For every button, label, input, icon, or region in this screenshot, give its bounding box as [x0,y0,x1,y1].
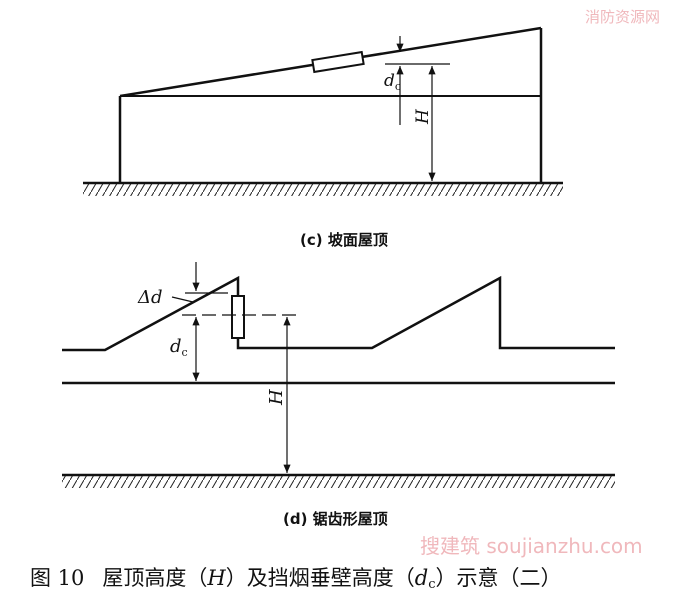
smoke-barrier [311,50,365,74]
caption-c: (c) 坡面屋顶 [300,231,388,249]
caption-d: (d) 锯齿形屋顶 [283,510,388,528]
ground-hatch [62,476,615,488]
watermark-center: 搜建筑 soujianzhu.com [420,534,643,558]
label-dc: dc [384,71,401,93]
label-dc: dc [170,336,188,359]
label-delta-d: Δd [137,287,163,308]
label-h: H [413,108,433,125]
diagram-d-sawtooth-roof [62,262,615,488]
sawtooth-roof [62,275,615,352]
diagram-c-sloped-roof [83,26,563,196]
ground-hatch [83,184,563,196]
watermark-top-right: 消防资源网 [585,8,660,26]
label-h: H [266,389,287,406]
smoke-barrier [231,295,245,339]
